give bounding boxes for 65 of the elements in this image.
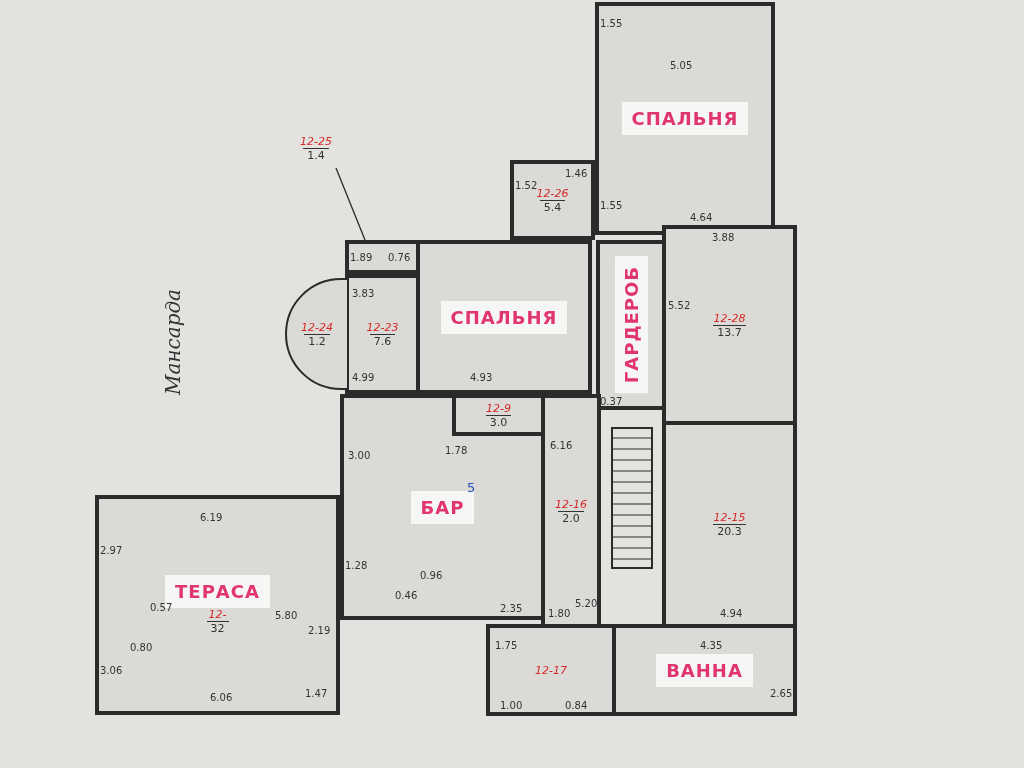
- room-number: 12-24: [301, 320, 333, 334]
- dimension-label: 2.65: [770, 688, 793, 699]
- room-number: 12-16: [555, 497, 587, 511]
- dimension-label: 0.57: [150, 602, 173, 613]
- dimension-label: 1.55: [600, 18, 623, 29]
- dimension-label: 4.93: [470, 372, 493, 383]
- room-name-tag: ВАННА: [656, 653, 753, 687]
- dimension-label: 0.96: [420, 570, 443, 581]
- room-area: 1.2: [304, 333, 330, 348]
- room-number: 12-26: [536, 186, 569, 200]
- dimension-label: 1.80: [548, 608, 571, 619]
- room-number: 12-25: [300, 134, 332, 148]
- room-area: 20.3: [713, 524, 746, 538]
- dimension-label: 4.99: [352, 372, 375, 383]
- room-area: 5.4: [539, 199, 566, 214]
- dimension-label: 0.76: [388, 252, 411, 263]
- room-number: 12-23: [366, 320, 399, 334]
- room-name-tag: СПАЛЬНЯ: [440, 300, 568, 334]
- room-number: 12-9: [486, 401, 511, 415]
- dimension-label: 2.19: [308, 625, 331, 636]
- room-name-tag: ГАРДЕРОБ: [614, 256, 648, 394]
- dimension-label: 1.52: [515, 180, 538, 191]
- room-outline: [95, 495, 340, 715]
- dimension-label: 5.05: [670, 60, 693, 71]
- room-area: 13.7: [713, 324, 746, 339]
- dimension-label: 2.97: [100, 545, 123, 556]
- dimension-label: 1.46: [565, 168, 588, 179]
- dimension-label: 1.47: [305, 688, 328, 699]
- dimension-label: 3.83: [352, 288, 375, 299]
- dimension-label: 2.35: [500, 603, 523, 614]
- floor-title: Мансарда: [161, 288, 186, 396]
- room-outline: [595, 2, 775, 235]
- dimension-label: 0.37: [600, 396, 623, 407]
- dimension-label: 6.16: [550, 440, 573, 451]
- room-area: 7.6: [369, 333, 396, 348]
- dimension-label: 1.28: [345, 560, 368, 571]
- leader-line: [335, 167, 366, 241]
- dimension-label: 0.84: [565, 700, 588, 711]
- dimension-label: 5.52: [668, 300, 691, 311]
- dimension-label: 3.00: [348, 450, 371, 461]
- room-name-tag: СПАЛЬНЯ: [621, 102, 749, 135]
- room-area: 2.0: [558, 510, 584, 525]
- dimension-label: 0.46: [395, 590, 418, 601]
- dimension-label: 0.80: [130, 642, 153, 653]
- room-area: 1.4: [303, 147, 329, 162]
- dimension-label: 1.55: [600, 200, 623, 211]
- room-number: 12-17: [535, 663, 567, 677]
- dimension-label: 3.88: [712, 232, 735, 243]
- dimension-label: 3.06: [100, 665, 123, 676]
- room-area: 32: [206, 621, 229, 635]
- dimension-label: 4.94: [720, 608, 743, 619]
- dimension-label: 5.80: [275, 610, 298, 621]
- dimension-label: 1.75: [495, 640, 518, 651]
- room-number: 12-: [208, 608, 227, 621]
- dimension-label: 4.35: [700, 640, 723, 651]
- dimension-label: 1.89: [350, 252, 373, 263]
- dimension-label: 5.20: [575, 598, 598, 609]
- dimension-label: 4.64: [690, 212, 713, 223]
- room-number: 12-28: [713, 311, 746, 325]
- dimension-label: 1.78: [445, 445, 468, 456]
- room-area: 3.0: [485, 414, 512, 429]
- dimension-label: 6.19: [200, 512, 223, 523]
- dimension-label: 6.06: [210, 692, 233, 703]
- room-number: 12-15: [713, 511, 746, 524]
- dimension-label: 1.00: [500, 700, 523, 711]
